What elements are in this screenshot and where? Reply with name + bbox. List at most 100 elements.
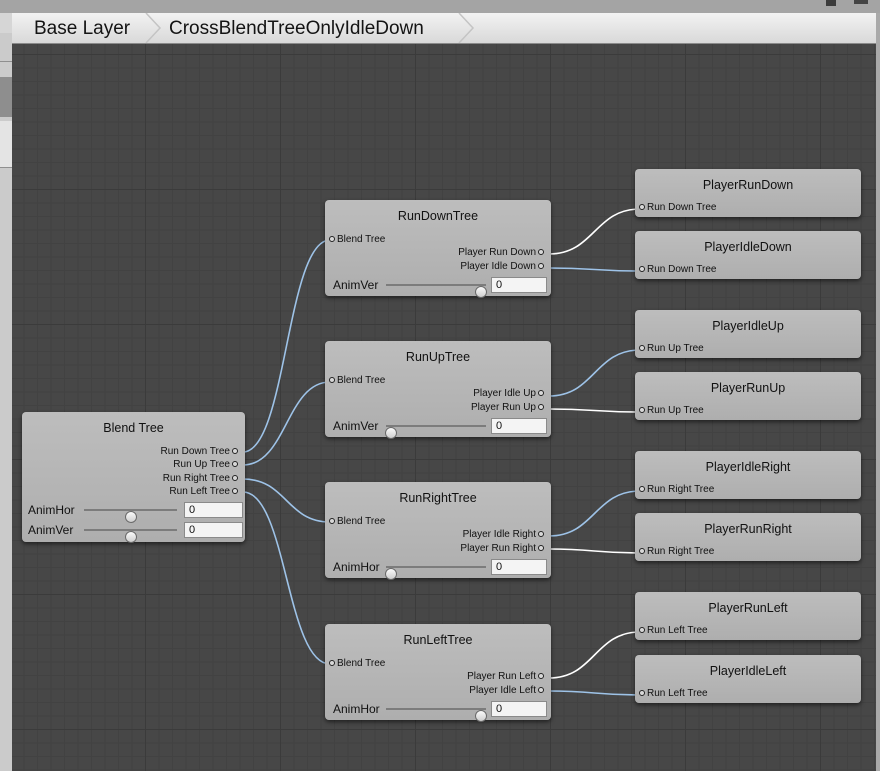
port-dot-icon[interactable] xyxy=(329,660,335,667)
node-title: PlayerIdleRight xyxy=(705,460,791,474)
param-slider[interactable] xyxy=(84,509,177,523)
clip-node-player-run-right[interactable]: PlayerRunRight Run Right Tree xyxy=(635,513,861,561)
output-port-run-down-tree[interactable]: Run Down Tree xyxy=(161,446,240,458)
output-port[interactable]: Player Idle Left xyxy=(469,685,546,697)
input-port[interactable]: Run Right Tree xyxy=(637,484,714,496)
breadcrumb-current-tree[interactable]: CrossBlendTreeOnlyIdleDown xyxy=(169,18,424,39)
output-port[interactable]: Player Run Left xyxy=(467,671,546,683)
param-value-field[interactable]: 0 xyxy=(184,502,243,518)
input-port[interactable]: Blend Tree xyxy=(327,516,385,528)
slider-thumb-icon[interactable] xyxy=(125,511,137,523)
port-dot-icon[interactable] xyxy=(639,627,645,634)
output-port[interactable]: Player Idle Down xyxy=(460,261,546,273)
param-slider[interactable] xyxy=(385,566,486,580)
slider-thumb-icon[interactable] xyxy=(125,531,137,543)
input-port[interactable]: Run Left Tree xyxy=(637,625,708,637)
slider-thumb-icon[interactable] xyxy=(385,568,397,580)
input-port[interactable]: Run Right Tree xyxy=(637,546,714,558)
blend-tree-node-run-right[interactable]: RunRightTree Blend Tree Player Idle Righ… xyxy=(325,482,551,580)
input-port[interactable]: Run Up Tree xyxy=(637,343,704,355)
port-dot-icon[interactable] xyxy=(232,448,238,455)
port-dot-icon[interactable] xyxy=(639,407,645,414)
output-port[interactable]: Player Idle Up xyxy=(473,388,546,400)
port-dot-icon[interactable] xyxy=(639,486,645,493)
output-port[interactable]: Player Run Right xyxy=(460,543,546,555)
port-dot-icon[interactable] xyxy=(232,488,238,495)
port-dot-icon[interactable] xyxy=(639,266,645,273)
port-dot-icon[interactable] xyxy=(538,687,544,694)
layer-item-strip[interactable] xyxy=(0,77,12,117)
clip-node-player-run-left[interactable]: PlayerRunLeft Run Left Tree xyxy=(635,592,861,640)
port-dot-icon[interactable] xyxy=(639,548,645,555)
param-row: AnimVer 0 xyxy=(325,418,551,439)
node-title: Blend Tree xyxy=(103,421,164,435)
param-slider[interactable] xyxy=(386,284,487,298)
port-dot-icon[interactable] xyxy=(538,390,544,397)
param-row: AnimHor 0 xyxy=(325,701,551,722)
param-value-field[interactable]: 0 xyxy=(184,522,243,538)
port-dot-icon[interactable] xyxy=(329,236,335,243)
param-value-field[interactable]: 0 xyxy=(491,559,547,575)
slider-thumb-icon[interactable] xyxy=(385,427,397,439)
input-port[interactable]: Run Left Tree xyxy=(637,688,708,700)
port-dot-icon[interactable] xyxy=(639,345,645,352)
input-port[interactable]: Blend Tree xyxy=(327,658,385,670)
output-port[interactable]: Player Idle Right xyxy=(463,529,546,541)
node-title: PlayerRunUp xyxy=(710,381,786,395)
port-dot-icon[interactable] xyxy=(232,475,238,482)
input-port[interactable]: Run Up Tree xyxy=(637,405,704,417)
output-port-run-right-tree[interactable]: Run Right Tree xyxy=(163,473,240,485)
layers-panel-edge xyxy=(0,13,12,771)
root-blend-tree-node[interactable]: Blend Tree Run Down Tree Run Up Tree Run… xyxy=(22,412,245,543)
output-port-run-left-tree[interactable]: Run Left Tree xyxy=(169,486,240,498)
port-dot-icon[interactable] xyxy=(639,690,645,697)
param-value-field[interactable]: 0 xyxy=(491,277,547,293)
node-title: PlayerRunDown xyxy=(702,178,794,192)
port-dot-icon[interactable] xyxy=(538,545,544,552)
param-label: AnimHor xyxy=(333,560,380,574)
port-dot-icon[interactable] xyxy=(538,263,544,270)
port-dot-icon[interactable] xyxy=(538,404,544,411)
blend-tree-node-run-up[interactable]: RunUpTree Blend Tree Player Idle Up Play… xyxy=(325,341,551,439)
port-dot-icon[interactable] xyxy=(329,518,335,525)
port-dot-icon[interactable] xyxy=(329,377,335,384)
output-port[interactable]: Player Run Down xyxy=(458,247,546,259)
clip-node-player-idle-left[interactable]: PlayerIdleLeft Run Left Tree xyxy=(635,655,861,703)
param-slider[interactable] xyxy=(386,708,487,722)
input-port[interactable]: Blend Tree xyxy=(327,375,385,387)
blend-tree-node-run-down[interactable]: RunDownTree Blend Tree Player Run Down P… xyxy=(325,200,551,298)
param-value-field[interactable]: 0 xyxy=(491,701,547,717)
input-port[interactable]: Run Down Tree xyxy=(637,202,716,214)
blend-tree-node-run-left[interactable]: RunLeftTree Blend Tree Player Run Left P… xyxy=(325,624,551,722)
node-title: RunDownTree xyxy=(397,209,479,223)
node-title: PlayerIdleDown xyxy=(704,240,792,254)
node-title: RunLeftTree xyxy=(403,633,473,647)
output-port[interactable]: Player Run Up xyxy=(471,402,546,414)
port-dot-icon[interactable] xyxy=(538,673,544,680)
panel-header-strip xyxy=(0,13,12,33)
window-menu-icon[interactable] xyxy=(826,0,836,6)
window-options-icon[interactable] xyxy=(854,0,868,4)
param-slider[interactable] xyxy=(84,529,177,543)
layer-settings-strip[interactable] xyxy=(0,121,12,168)
breadcrumb: Base Layer CrossBlendTreeOnlyIdleDown xyxy=(12,13,876,44)
param-slider[interactable] xyxy=(385,425,486,439)
port-dot-icon[interactable] xyxy=(639,204,645,211)
input-port[interactable]: Blend Tree xyxy=(327,234,385,246)
clip-node-player-idle-up[interactable]: PlayerIdleUp Run Up Tree xyxy=(635,310,861,358)
port-dot-icon[interactable] xyxy=(232,461,238,468)
breadcrumb-base-layer[interactable]: Base Layer xyxy=(34,18,131,39)
slider-thumb-icon[interactable] xyxy=(475,710,487,722)
clip-node-player-run-down[interactable]: PlayerRunDown Run Down Tree xyxy=(635,169,861,217)
port-dot-icon[interactable] xyxy=(538,531,544,538)
slider-thumb-icon[interactable] xyxy=(475,286,487,298)
node-title: RunUpTree xyxy=(405,350,471,364)
port-dot-icon[interactable] xyxy=(538,249,544,256)
input-port[interactable]: Run Down Tree xyxy=(637,264,716,276)
clip-node-player-idle-down[interactable]: PlayerIdleDown Run Down Tree xyxy=(635,231,861,279)
output-port-run-up-tree[interactable]: Run Up Tree xyxy=(173,459,240,471)
param-value-field[interactable]: 0 xyxy=(491,418,547,434)
clip-node-player-idle-right[interactable]: PlayerIdleRight Run Right Tree xyxy=(635,451,861,499)
window-title-bar xyxy=(0,0,880,13)
clip-node-player-run-up[interactable]: PlayerRunUp Run Up Tree xyxy=(635,372,861,420)
